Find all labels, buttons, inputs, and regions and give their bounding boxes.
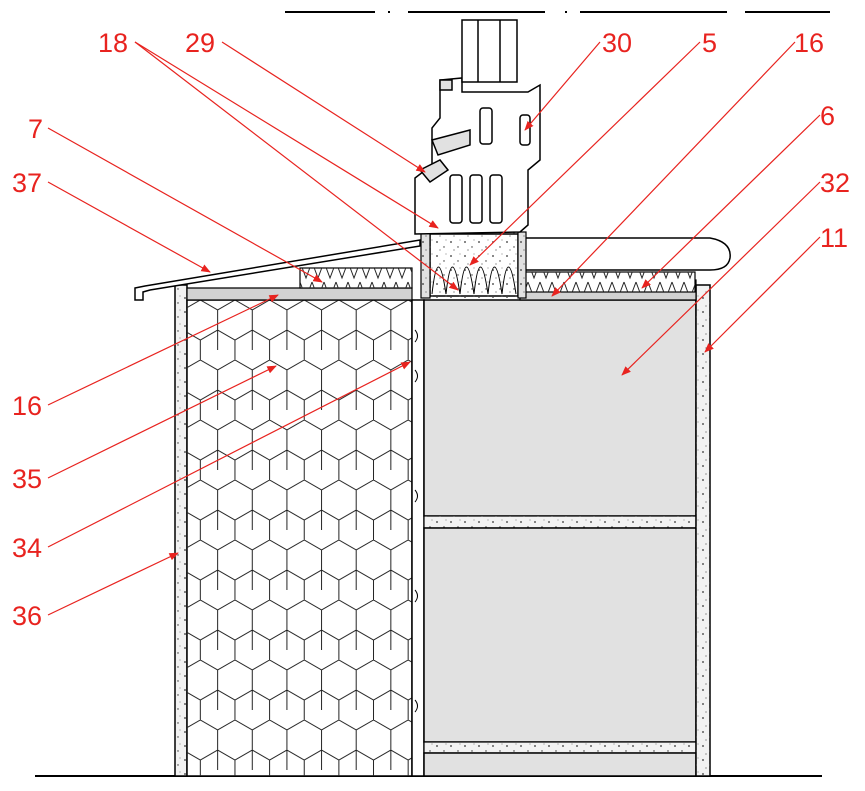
callout-30: 30 (602, 28, 632, 58)
callout-labels: 18 29 30 5 16 6 32 11 7 37 16 35 34 36 (12, 28, 850, 631)
masonry-block-upper (423, 299, 697, 517)
callout-32: 32 (820, 168, 850, 198)
callout-36: 36 (12, 601, 42, 631)
callout-34: 34 (12, 533, 42, 563)
callout-6: 6 (820, 101, 835, 131)
sill-bedding-left (186, 287, 413, 301)
callout-18: 18 (98, 28, 128, 58)
masonry-block-middle (423, 527, 697, 743)
callout-16-left: 16 (12, 391, 42, 421)
callout-5: 5 (702, 28, 717, 58)
external-sill-flashing (134, 239, 421, 301)
callout-leaders (47, 41, 821, 616)
callout-29: 29 (185, 28, 215, 58)
window-frame-profile (414, 19, 541, 235)
internal-window-board (519, 237, 731, 271)
callout-35: 35 (12, 464, 42, 494)
callout-37: 37 (12, 168, 42, 198)
callout-7: 7 (28, 114, 43, 144)
masonry-block-lower (423, 752, 697, 777)
callout-16-top: 16 (794, 28, 824, 58)
callout-11: 11 (820, 223, 848, 253)
adhesive-layer (411, 299, 425, 777)
